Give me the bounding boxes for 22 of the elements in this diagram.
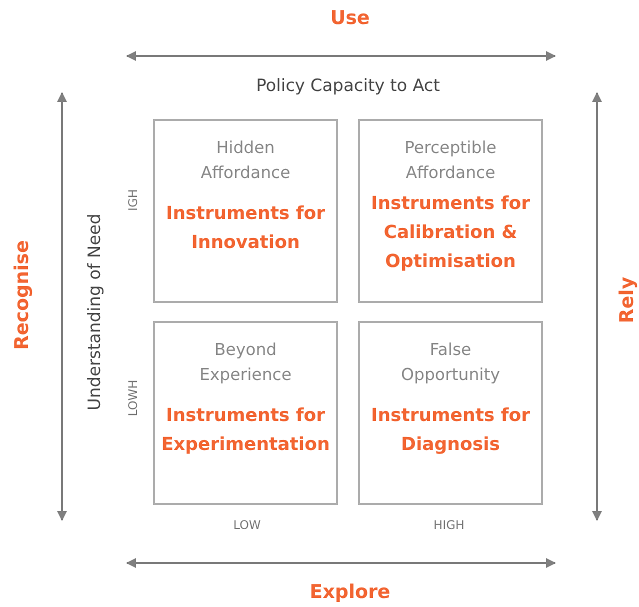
quadrant-title: False Opportunity — [400, 339, 502, 386]
axis-title: Explore — [310, 581, 390, 603]
quadrant-strategy: Instruments for Innovation — [165, 202, 326, 255]
quadrant-box — [153, 119, 338, 303]
quadrant-box — [153, 321, 338, 505]
quadrant-title: Beyond Experience — [198, 339, 292, 386]
quadrant-title: Hidden Affordance — [200, 137, 292, 184]
quadrant-box — [358, 321, 543, 505]
axis-title: Use — [330, 7, 370, 29]
axis-title: Recognise — [11, 240, 33, 350]
quadrant-strategy: Instruments for Calibration & Optimisation — [370, 192, 531, 274]
axis-title: Rely — [616, 276, 638, 324]
axis-label: Policy Capacity to Act — [256, 76, 440, 96]
quadrant-title: Perceptible Affordance — [404, 137, 498, 184]
tick-label: LOWH — [126, 380, 140, 416]
axis-label: Understanding of Need — [85, 214, 105, 410]
tick-label: IGH — [126, 189, 140, 211]
quadrant-strategy: Instruments for Diagnosis — [370, 404, 531, 457]
quadrant-strategy: Instruments for Experimentation — [160, 404, 331, 457]
quadrant-box — [358, 119, 543, 303]
tick-label: HIGH — [434, 518, 464, 532]
tick-label: LOW — [233, 518, 261, 532]
